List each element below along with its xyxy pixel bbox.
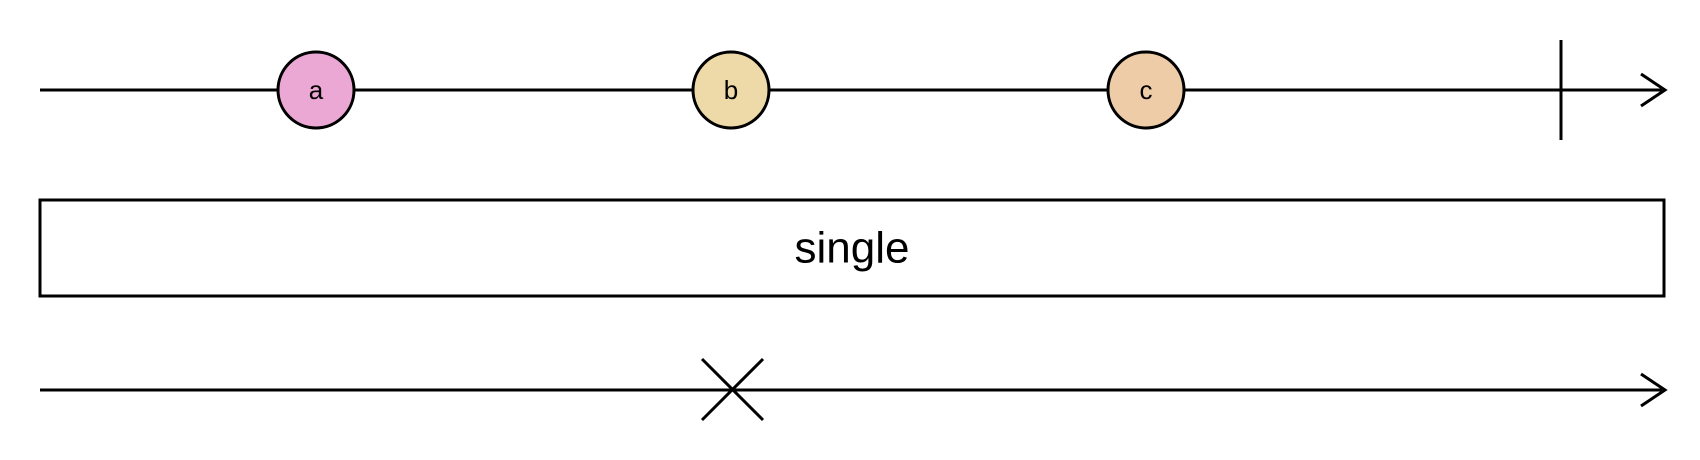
operator-box-rect (38, 198, 1666, 298)
marble-b: b (691, 50, 771, 130)
result-timeline (40, 357, 1668, 422)
marble-c-label: c (1140, 75, 1153, 105)
operator-label: single (795, 224, 910, 273)
operator-box: single (38, 198, 1666, 298)
marble-a-circle (276, 50, 356, 130)
marble-b-circle (691, 50, 771, 130)
error-x-stroke-2 (700, 357, 765, 422)
source-timeline: a b c (40, 40, 1668, 140)
marble-c: c (1106, 50, 1186, 130)
marble-c-circle (1106, 50, 1186, 130)
marble-b-label: b (724, 75, 738, 105)
error-x-icon (700, 357, 765, 422)
marble-a-label: a (309, 75, 324, 105)
source-timeline-arrow-icon (1640, 72, 1668, 108)
marble-a: a (276, 50, 356, 130)
result-timeline-arrow-icon (1640, 372, 1668, 408)
